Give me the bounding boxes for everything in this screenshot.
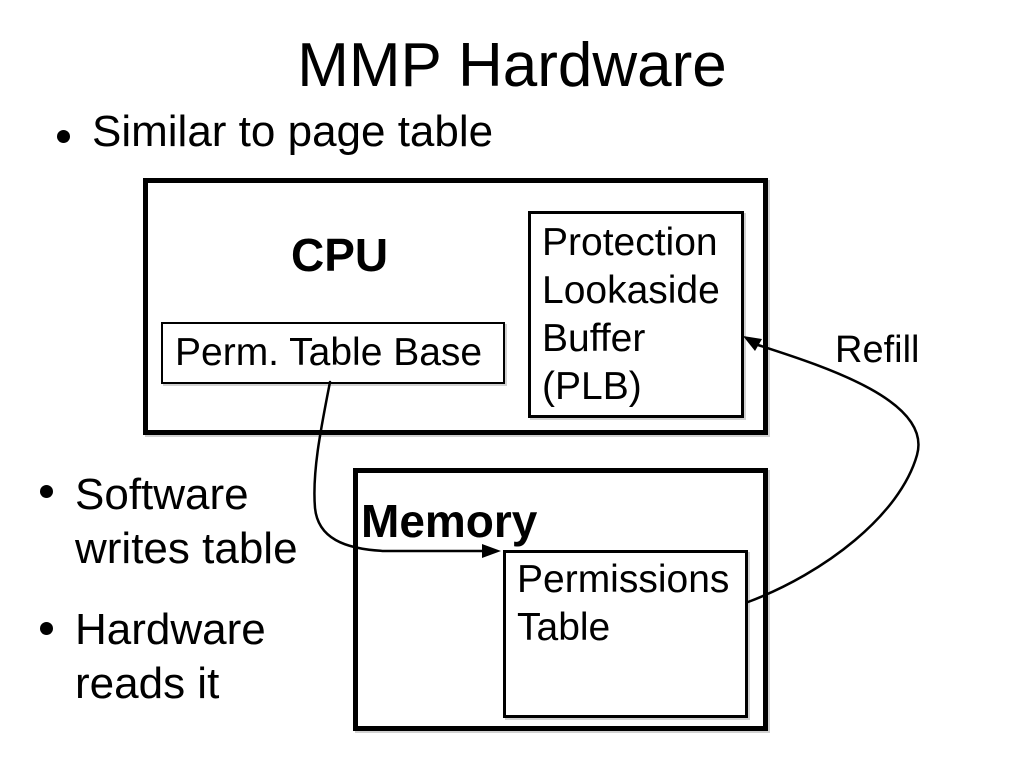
bullet-software-line-2: writes table [75, 524, 298, 573]
refill-label: Refill [835, 329, 920, 371]
plb-box: Protection Lookaside Buffer (PLB) [528, 211, 744, 418]
bullet-software-line-1: Software [75, 470, 249, 519]
bullet-software-writes-table: Software writes table [75, 468, 298, 576]
plb-line-3: Buffer [542, 317, 646, 360]
memory-label: Memory [361, 495, 538, 547]
arrow-refill-permissions-to-plb [746, 343, 920, 604]
plb-label: Protection Lookaside Buffer (PLB) [531, 214, 741, 411]
bullet-hardware-reads-it: Hardware reads it [75, 603, 266, 711]
cpu-label: CPU [291, 229, 389, 281]
permissions-table-line-1: Permissions [517, 558, 730, 601]
plb-line-4: (PLB) [542, 365, 642, 408]
bullet-icon [40, 485, 53, 498]
perm-table-base-box: Perm. Table Base [161, 322, 505, 384]
bullet-hardware-line-1: Hardware [75, 605, 266, 654]
bullet-icon [40, 622, 53, 635]
plb-line-1: Protection [542, 221, 718, 264]
permissions-table-label: Permissions Table [506, 553, 745, 652]
bullet-icon [57, 130, 70, 143]
slide-title: MMP Hardware [297, 31, 727, 100]
bullet-hardware-line-2: reads it [75, 659, 220, 708]
perm-table-base-label: Perm. Table Base [175, 331, 483, 374]
bullet-similar-to-page-table: Similar to page table [92, 107, 494, 156]
permissions-table-line-2: Table [517, 606, 611, 649]
plb-line-2: Lookaside [542, 269, 720, 312]
permissions-table-box: Permissions Table [503, 550, 748, 718]
